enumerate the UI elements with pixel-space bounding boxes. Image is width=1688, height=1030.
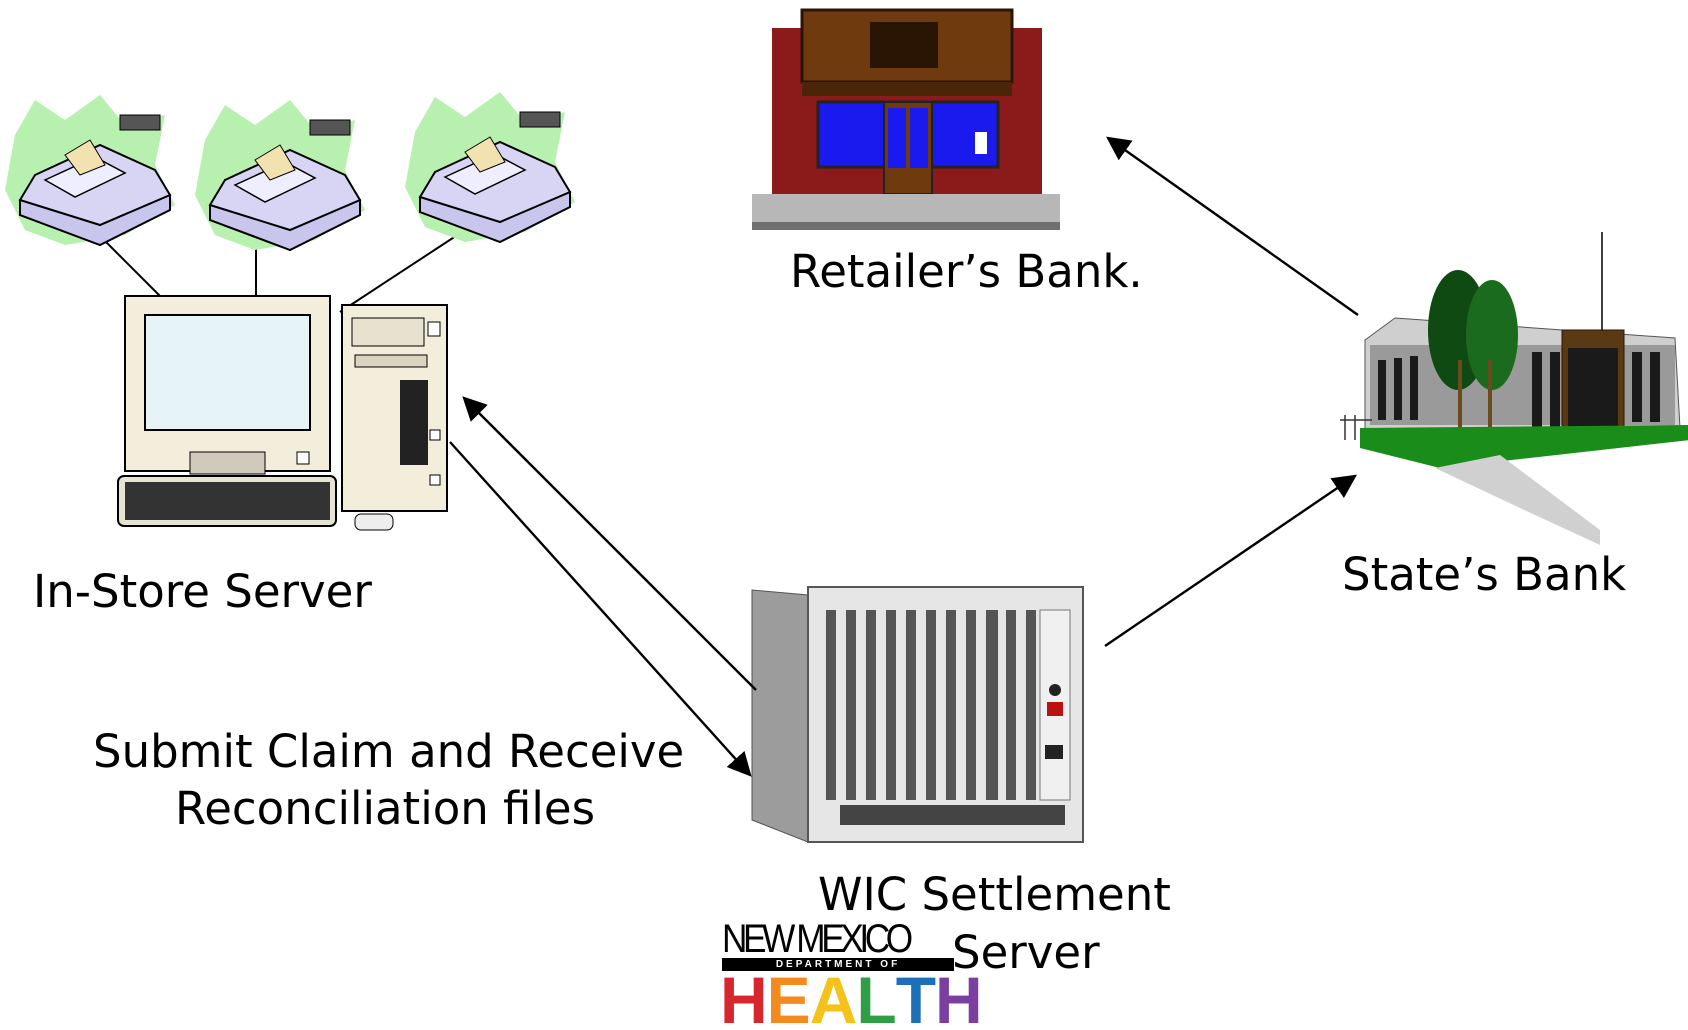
logo-letter: L [856,970,896,1030]
logo-department-band: DEPARTMENT OF [722,958,954,971]
retailer-bank-building-icon [752,8,1060,230]
logo-new-mexico-text: NEW MEXICO [722,917,913,961]
cash-register-icon [5,95,175,247]
cash-register-icon [405,92,575,244]
wic-settlement-label-line2: Server [952,926,1100,979]
retailers-bank-label: Retailer’s Bank. [790,245,1143,298]
states-bank-label: State’s Bank [1342,548,1627,601]
server-rack-icon [751,586,1084,843]
arrow-instore-to-server [449,441,752,777]
logo-letter: A [809,970,858,1030]
logo-letter: H [720,970,768,1030]
state-bank-building-icon [1340,232,1688,545]
cash-register-icon [195,100,365,252]
in-store-server-label: In-Store Server [33,565,372,618]
arrow-state-bank-to-retailer-bank [1106,136,1359,316]
flow-arrows [449,136,1359,777]
logo-health-word: HEALTH [720,970,982,1030]
submit-claim-label-line2: Reconciliation files [175,782,596,835]
logo-letter: T [895,970,936,1030]
arrow-server-to-state-bank [1104,474,1357,647]
desktop-computer-icon [117,295,448,531]
logo-letter: E [766,970,811,1030]
submit-claim-label-line1: Submit Claim and Receive [93,725,685,778]
logo-letter: H [935,970,982,1030]
arrow-server-to-instore [462,396,757,691]
wic-settlement-label-line1: WIC Settlement [818,868,1171,921]
